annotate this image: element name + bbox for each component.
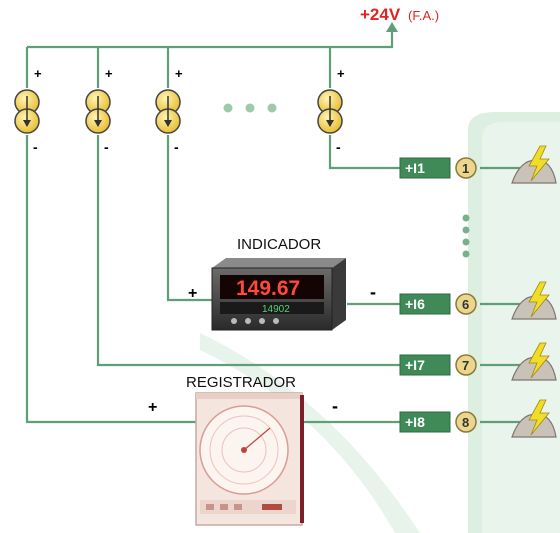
surge-protector-icon-7 — [511, 342, 557, 381]
source-1-plus: + — [34, 66, 42, 81]
indicator-display-main: 149.67 — [236, 277, 300, 300]
indicator-device: 149.67 14902 — [211, 258, 346, 331]
source-2-plus: + — [105, 66, 113, 81]
wires — [25, 30, 520, 424]
source-3-plus: + — [175, 66, 183, 81]
wire-indicator-plus — [166, 135, 212, 302]
input-tag-7-label: +I7 — [405, 357, 425, 373]
source-4-plus: + — [337, 66, 345, 81]
source-2-minus: - — [104, 139, 109, 155]
current-source-2: + - — [85, 66, 113, 155]
indicator-plus: + — [188, 285, 197, 302]
current-source-1: + - — [14, 66, 42, 155]
surge-protector-icon-8 — [511, 399, 557, 438]
supply-voltage: +24V — [360, 5, 401, 24]
wire-recorder-plus — [25, 135, 200, 424]
input-tag-6-label: +I6 — [405, 296, 425, 312]
recorder-plus: + — [148, 399, 157, 416]
input-tag-7-number: 7 — [462, 358, 469, 373]
surge-protector-icon-6 — [511, 281, 557, 320]
indicator-title: INDICADOR — [237, 236, 321, 253]
source-1-minus: - — [33, 139, 38, 155]
indicator-minus: - — [370, 282, 376, 302]
recorder-title: REGISTRADOR — [186, 374, 296, 391]
supply-arrow-icon — [386, 22, 398, 32]
input-tag-8-number: 8 — [462, 415, 469, 430]
input-tag-1-number: 1 — [462, 161, 469, 176]
input-tag-1: +I1 1 — [399, 157, 477, 179]
input-tag-8: +I8 8 — [399, 411, 477, 433]
source-4-minus: - — [336, 139, 341, 155]
surge-protector-icon-1 — [511, 145, 557, 184]
wire-input-7 — [96, 135, 400, 367]
input-tag-8-label: +I8 — [405, 414, 425, 430]
current-source-4: + - — [317, 66, 345, 155]
ellipsis-dots — [223, 103, 277, 113]
recorder-device — [195, 392, 304, 526]
indicator-display-sub: 14902 — [262, 304, 290, 315]
wire-input-1 — [328, 135, 400, 170]
source-3-minus: - — [174, 139, 179, 155]
input-tag-6-number: 6 — [462, 297, 469, 312]
input-tag-7: +I7 7 — [399, 354, 477, 376]
current-source-3: + - — [155, 66, 183, 155]
input-tag-6: +I6 6 — [399, 293, 477, 315]
strip-dots — [462, 214, 470, 258]
supply-bus-wire — [27, 30, 394, 49]
input-tag-1-label: +I1 — [405, 160, 425, 176]
recorder-minus: - — [332, 396, 338, 416]
supply-note: (F.A.) — [408, 8, 439, 23]
